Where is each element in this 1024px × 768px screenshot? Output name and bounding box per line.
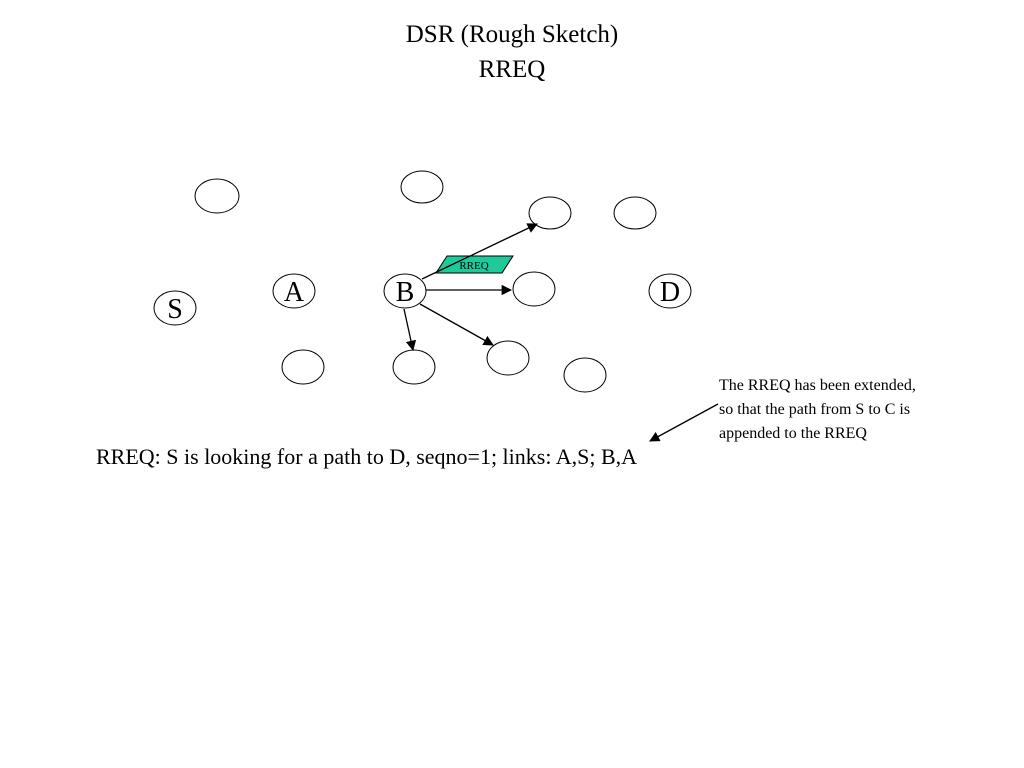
node-unlabeled (194, 178, 240, 214)
edge-b-to-lower-right-node (419, 303, 494, 346)
node-s-label: S (167, 294, 183, 325)
rreq-packet: RREQ (435, 255, 514, 274)
node-a-label: A (284, 277, 305, 308)
note-line: The RREQ has been extended, (719, 377, 916, 394)
node-unlabeled (392, 349, 436, 385)
annotation-arrow (649, 403, 719, 442)
node-unlabeled (528, 196, 572, 230)
node-d: D (648, 273, 692, 309)
node-unlabeled (400, 170, 444, 204)
node-unlabeled (281, 349, 325, 385)
node-unlabeled (563, 357, 607, 393)
node-unlabeled (486, 340, 530, 376)
node-s: S (153, 290, 197, 326)
slide-title: DSR (Rough Sketch) (405, 21, 619, 48)
annotation-note: The RREQ has been extended, so that the … (719, 374, 979, 446)
node-b: B (383, 273, 427, 309)
note-line: appended to the RREQ (719, 425, 867, 442)
node-unlabeled (613, 196, 657, 230)
edge-b-to-upper-right-node (421, 223, 538, 280)
node-b-label: B (396, 277, 415, 308)
node-d-label: D (660, 277, 680, 308)
slide-subtitle: RREQ (478, 56, 546, 83)
node-a: A (272, 273, 316, 309)
rreq-caption: RREQ: S is looking for a path to D, seqn… (96, 444, 638, 469)
edge-b-to-lower-node (403, 308, 417, 352)
note-line: so that the path from S to C is (719, 401, 911, 418)
rreq-packet-label: RREQ (459, 260, 488, 272)
node-unlabeled (512, 271, 556, 307)
